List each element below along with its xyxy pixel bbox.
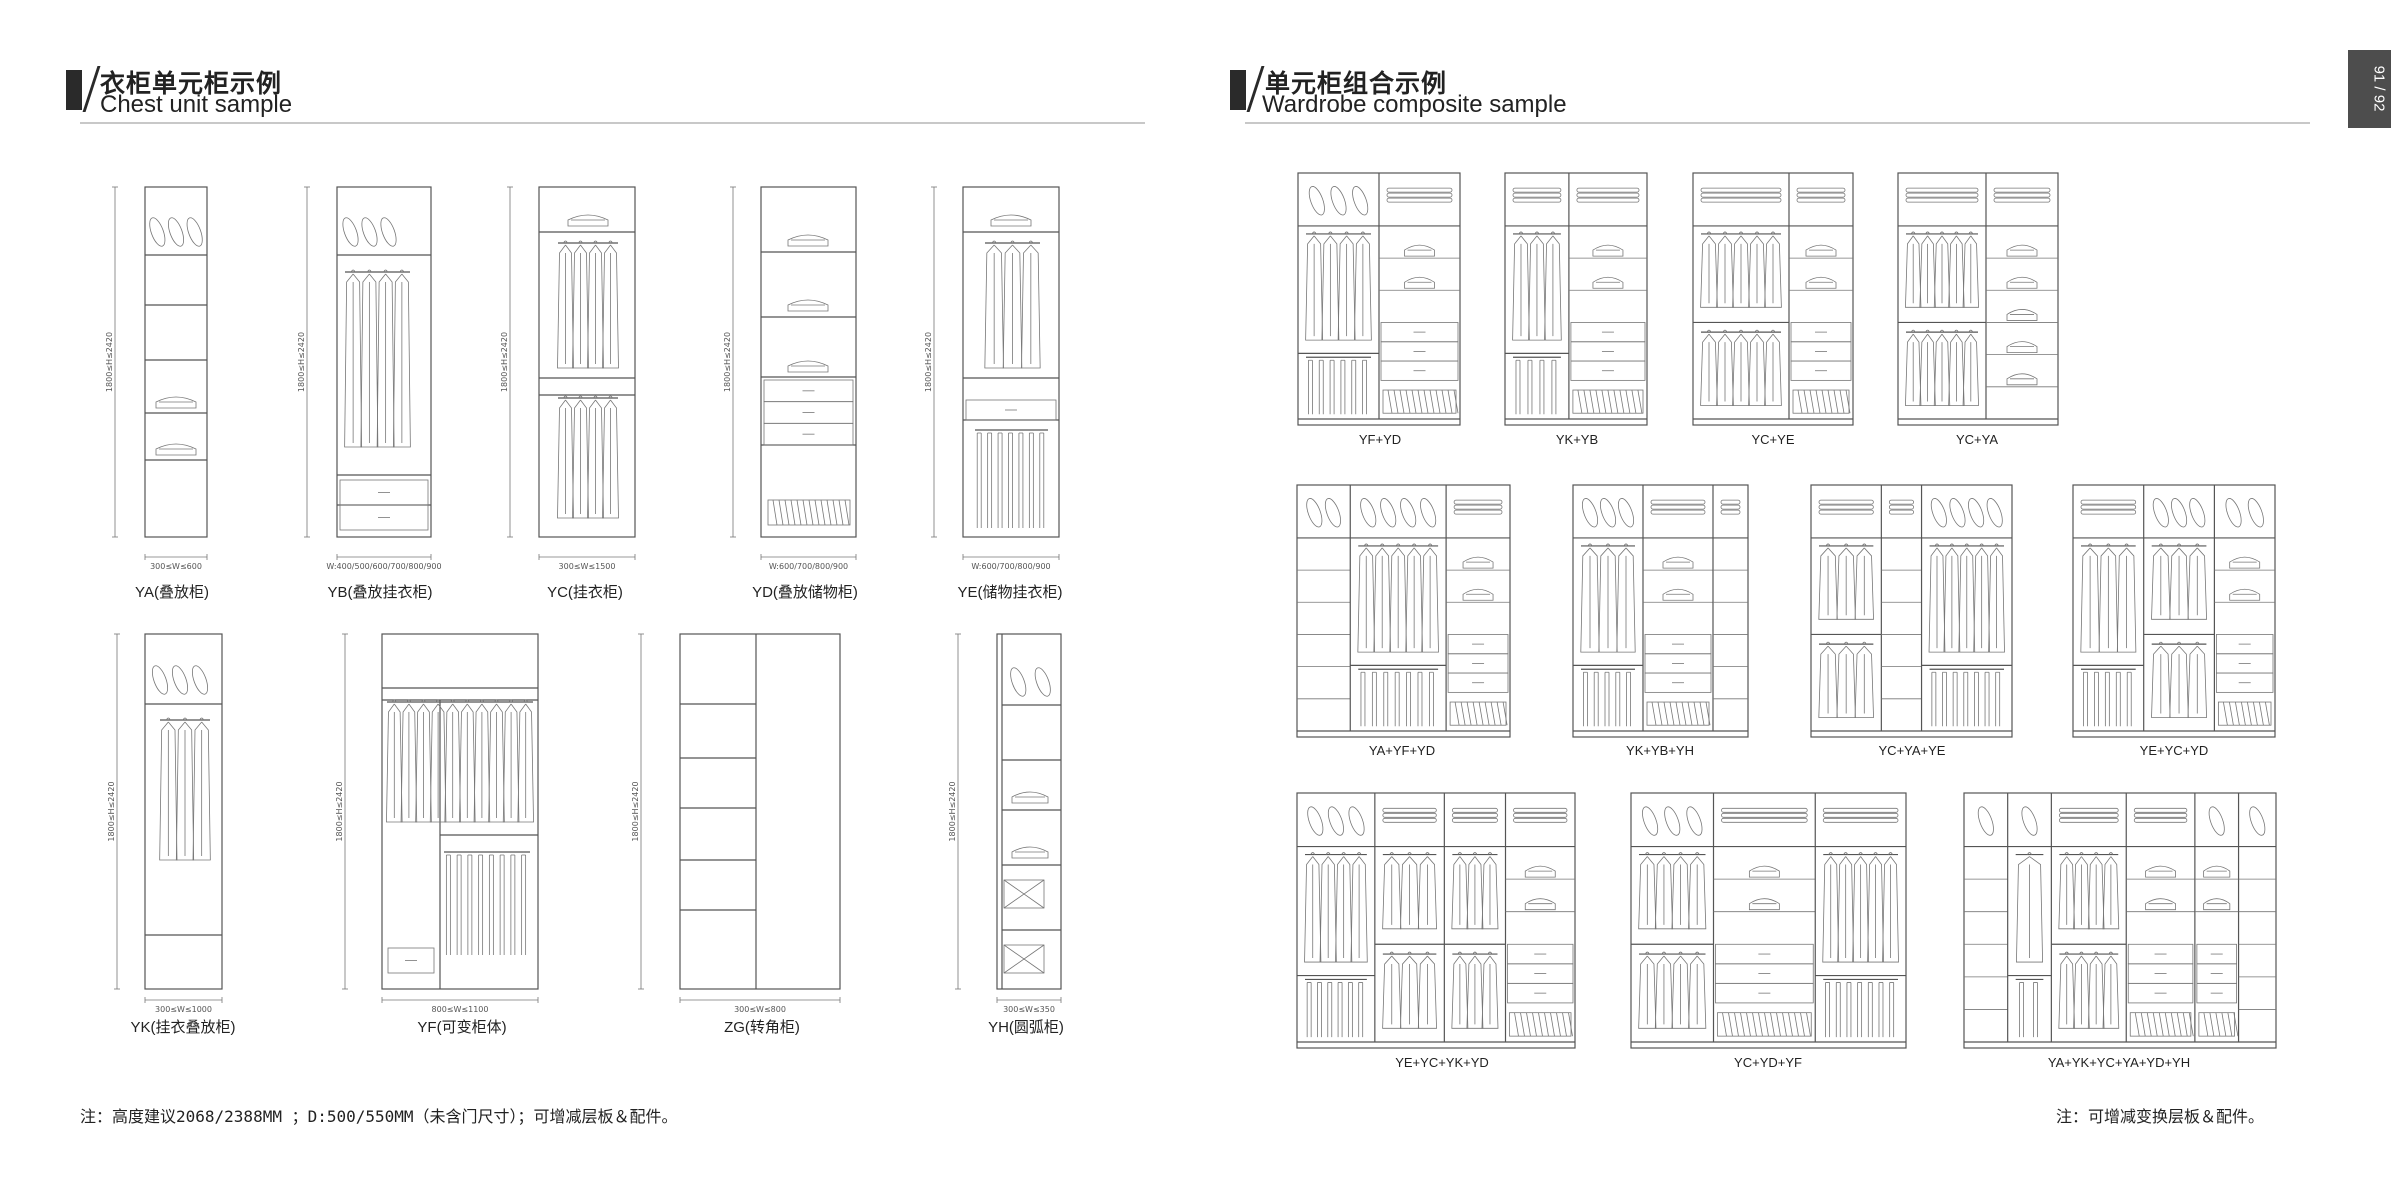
left-header-rule <box>80 122 1145 124</box>
svg-text:300≤W≤1000: 300≤W≤1000 <box>155 1005 212 1014</box>
left-footnote: 注：高度建议2068/2388MM ；D:500/550MM（未含门尺寸）；可增… <box>80 1107 678 1126</box>
svg-text:300≤W≤800: 300≤W≤800 <box>734 1005 786 1014</box>
left-header-title-en: Chest unit sample <box>100 91 293 118</box>
combo-label: YC+YA+YE <box>1878 743 1946 758</box>
combo-label: YA+YF+YD <box>1368 743 1436 758</box>
right-header-title-en: Wardrobe composite sample <box>1262 91 1567 118</box>
unit-label-yd: YD(叠放储物柜) <box>752 584 858 601</box>
combo-label: YK+YB <box>1555 432 1599 447</box>
unit-label-ya: YA(叠放柜) <box>135 584 209 601</box>
unit-label-yb: YB(叠放挂衣柜) <box>327 584 433 601</box>
combo-label: YC+YA <box>1955 432 1999 447</box>
svg-text:W:600/700/800/900: W:600/700/800/900 <box>769 562 848 571</box>
svg-text:300≤W≤600: 300≤W≤600 <box>150 562 202 571</box>
combo-label: YK+YB+YH <box>1626 743 1694 758</box>
right-header-rule <box>1245 122 2310 124</box>
combo-label: YA+YK+YC+YA+YD+YH <box>2047 1055 2191 1070</box>
svg-text:1800≤H≤2420: 1800≤H≤2420 <box>948 781 957 841</box>
unit-label-yh: YH(圆弧柜) <box>988 1019 1064 1036</box>
combo-label: YC+YE <box>1751 432 1795 447</box>
svg-text:300≤W≤350: 300≤W≤350 <box>1003 1005 1055 1014</box>
right-footnote: 注：可增减变换层板＆配件。 <box>2056 1107 2265 1126</box>
svg-text:1800≤H≤2420: 1800≤H≤2420 <box>107 781 116 841</box>
left-header-title-cn: 衣柜单元柜示例 <box>100 70 283 98</box>
combo-label: YC+YD+YF <box>1734 1055 1802 1070</box>
combo-label: YF+YD <box>1358 432 1402 447</box>
unit-label-ye: YE(储物挂衣柜) <box>957 584 1063 601</box>
svg-text:1800≤H≤2420: 1800≤H≤2420 <box>723 332 732 392</box>
svg-text:1800≤H≤2420: 1800≤H≤2420 <box>335 781 344 841</box>
unit-label-zg: ZG(转角柜) <box>724 1019 800 1036</box>
right-header-bar <box>1230 70 1246 110</box>
svg-text:1800≤H≤2420: 1800≤H≤2420 <box>105 332 114 392</box>
svg-text:1800≤H≤2420: 1800≤H≤2420 <box>500 332 509 392</box>
svg-text:W:400/500/600/700/800/900: W:400/500/600/700/800/900 <box>326 562 441 571</box>
unit-label-yk: YK(挂衣叠放柜) <box>130 1019 236 1036</box>
left-header-bar <box>66 70 82 110</box>
right-header-title-cn: 单元柜组合示例 <box>1265 70 1448 98</box>
svg-text:1800≤H≤2420: 1800≤H≤2420 <box>631 781 640 841</box>
svg-text:1800≤H≤2420: 1800≤H≤2420 <box>297 332 306 392</box>
svg-text:W:600/700/800/900: W:600/700/800/900 <box>971 562 1050 571</box>
page-number-tab: 91 / 92 <box>2348 50 2391 128</box>
combo-label: YE+YC+YD <box>2139 743 2209 758</box>
svg-text:1800≤H≤2420: 1800≤H≤2420 <box>924 332 933 392</box>
svg-text:300≤W≤1500: 300≤W≤1500 <box>559 562 616 571</box>
svg-text:800≤W≤1100: 800≤W≤1100 <box>432 1005 489 1014</box>
unit-label-yf: YF(可变柜体) <box>417 1019 507 1036</box>
combo-label: YE+YC+YK+YD <box>1395 1055 1489 1070</box>
unit-label-yc: YC(挂衣柜) <box>547 584 623 601</box>
